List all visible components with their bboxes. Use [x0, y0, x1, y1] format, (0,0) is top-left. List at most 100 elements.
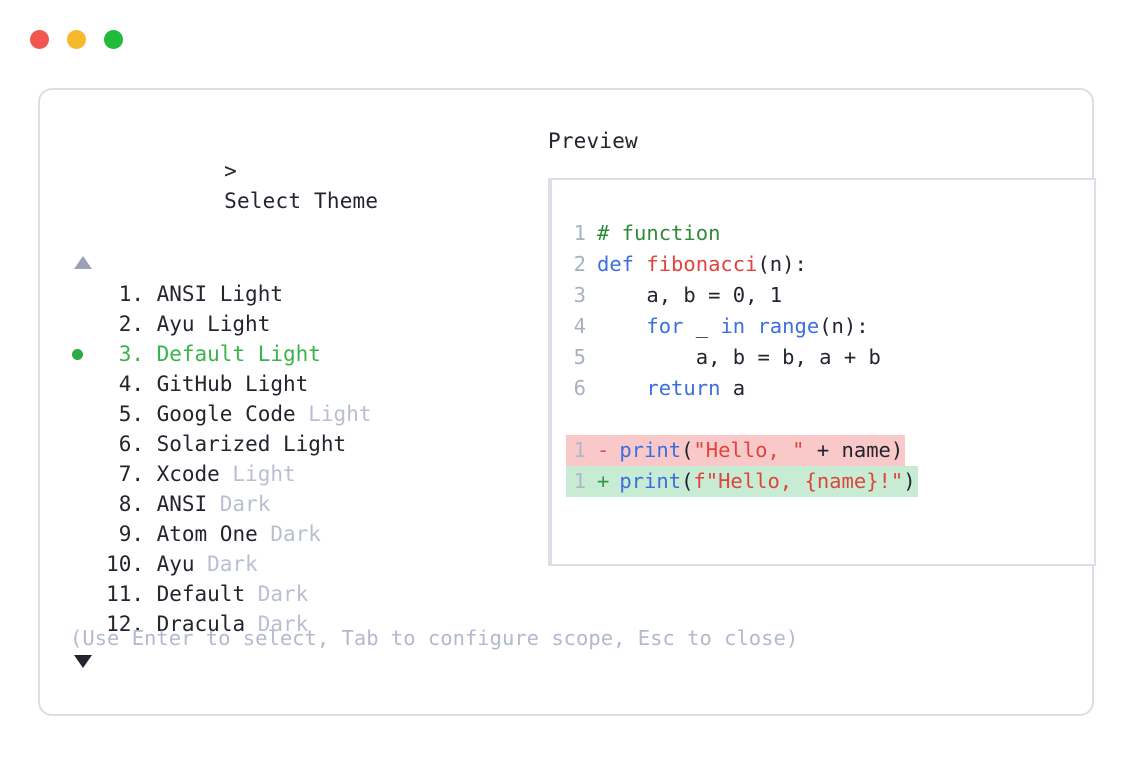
code-token: in range [720, 314, 820, 338]
theme-list-item[interactable]: 7. Xcode Light [70, 459, 530, 489]
code-line: 5 a, b = b, a + b [550, 342, 1094, 373]
diff-sign: - [597, 438, 610, 462]
theme-item-name: Default [156, 582, 246, 606]
theme-item-variant: Light [219, 282, 283, 306]
theme-item-index: 10. [106, 552, 144, 576]
keyboard-hint: (Use Enter to select, Tab to configure s… [70, 626, 799, 650]
code-token: (n): [757, 252, 807, 276]
code-token: print [619, 438, 682, 462]
diff-added-line: 1+print(f"Hello, {name}!") [566, 466, 918, 497]
code-token [597, 314, 646, 338]
theme-item-index: 1. [118, 282, 144, 306]
window-titlebar [30, 30, 123, 49]
theme-item-index: 9. [118, 522, 144, 546]
code-token: def [597, 252, 647, 276]
scroll-down-arrow-icon[interactable] [74, 655, 92, 668]
theme-item-index: 7. [118, 462, 144, 486]
selection-bullet-slot [70, 348, 98, 360]
window-close-button[interactable] [30, 30, 49, 49]
code-token: _ [683, 314, 721, 338]
theme-item-variant: Light [245, 372, 309, 396]
diff-removed-line: 1-print("Hello, " + name) [566, 435, 906, 466]
theme-item-name: Dracula [156, 612, 246, 636]
line-number: 5 [573, 345, 586, 369]
code-text: def fibonacci(n): [597, 249, 807, 280]
theme-list-item[interactable]: 1. ANSI Light [70, 279, 530, 309]
theme-item-index: 8. [118, 492, 144, 516]
code-line: 3 a, b = 0, 1 [550, 280, 1094, 311]
scroll-up-arrow-icon[interactable] [74, 256, 92, 269]
theme-item-index: 12. [106, 612, 144, 636]
diff-line-number: 1 [573, 469, 586, 493]
theme-item-variant: Light [232, 462, 296, 486]
code-line: 4 for _ in range(n): [550, 311, 1094, 342]
theme-item-index: 2. [118, 312, 144, 336]
code-text: return a [597, 373, 745, 404]
theme-item-variant: Dark [270, 522, 321, 546]
code-token: ) [903, 469, 916, 493]
prompt-heading: > Select Theme [70, 126, 530, 246]
theme-item-index: 6. [118, 432, 144, 456]
theme-list-item[interactable]: 9. Atom One Dark [70, 519, 530, 549]
code-line: 6 return a [550, 373, 1094, 404]
preview-column-header: Preview [548, 126, 1062, 156]
code-text: a, b = b, a + b [597, 342, 881, 373]
window-minimize-button[interactable] [67, 30, 86, 49]
theme-item-index: 3. [118, 342, 144, 366]
theme-item-name: Xcode [156, 462, 220, 486]
gutter-rule [550, 180, 552, 564]
code-token: print [619, 469, 682, 493]
theme-list-item[interactable]: 12. Dracula Dark [70, 609, 530, 639]
theme-item-name: Atom One [156, 522, 258, 546]
code-token: "Hello, " [693, 438, 805, 462]
selected-bullet-icon [72, 348, 83, 360]
diff-removed-wrapper: 1-print("Hello, " + name) [566, 435, 1094, 466]
theme-item-variant: Light [207, 312, 271, 336]
theme-item-name: Ayu [156, 552, 195, 576]
line-number: 4 [573, 314, 586, 338]
code-token: # function [597, 221, 721, 245]
theme-item-variant: Light [257, 342, 321, 366]
diff-block: 1-print("Hello, " + name) 1+print(f"Hell… [550, 435, 1094, 497]
code-token: ( [681, 438, 694, 462]
window-maximize-button[interactable] [104, 30, 123, 49]
theme-item-index: 4. [118, 372, 144, 396]
line-number: 6 [573, 376, 586, 400]
code-token: + name) [804, 438, 904, 462]
theme-item-variant: Dark [257, 612, 309, 636]
code-token [597, 376, 646, 400]
code-token: a, b = 0, 1 [597, 283, 783, 307]
code-token: for [646, 314, 684, 338]
code-token: return [646, 376, 721, 400]
code-token: ( [681, 469, 694, 493]
theme-item-variant: Light [308, 402, 372, 426]
line-number: 1 [573, 221, 586, 245]
code-text: for _ in range(n): [597, 311, 868, 342]
prompt-caret-icon: > [224, 159, 237, 183]
theme-item-variant: Dark [257, 582, 309, 606]
diff-added-wrapper: 1+print(f"Hello, {name}!") [566, 466, 1094, 497]
theme-item-name: Google Code [156, 402, 296, 426]
theme-item-name: ANSI [156, 282, 208, 306]
code-text: # function [597, 218, 720, 249]
code-token: fibonacci [646, 252, 758, 276]
code-text: a, b = 0, 1 [597, 280, 782, 311]
theme-item-variant: Light [282, 432, 347, 456]
diff-line-number: 1 [573, 438, 586, 462]
theme-item-variant: Dark [219, 492, 271, 516]
